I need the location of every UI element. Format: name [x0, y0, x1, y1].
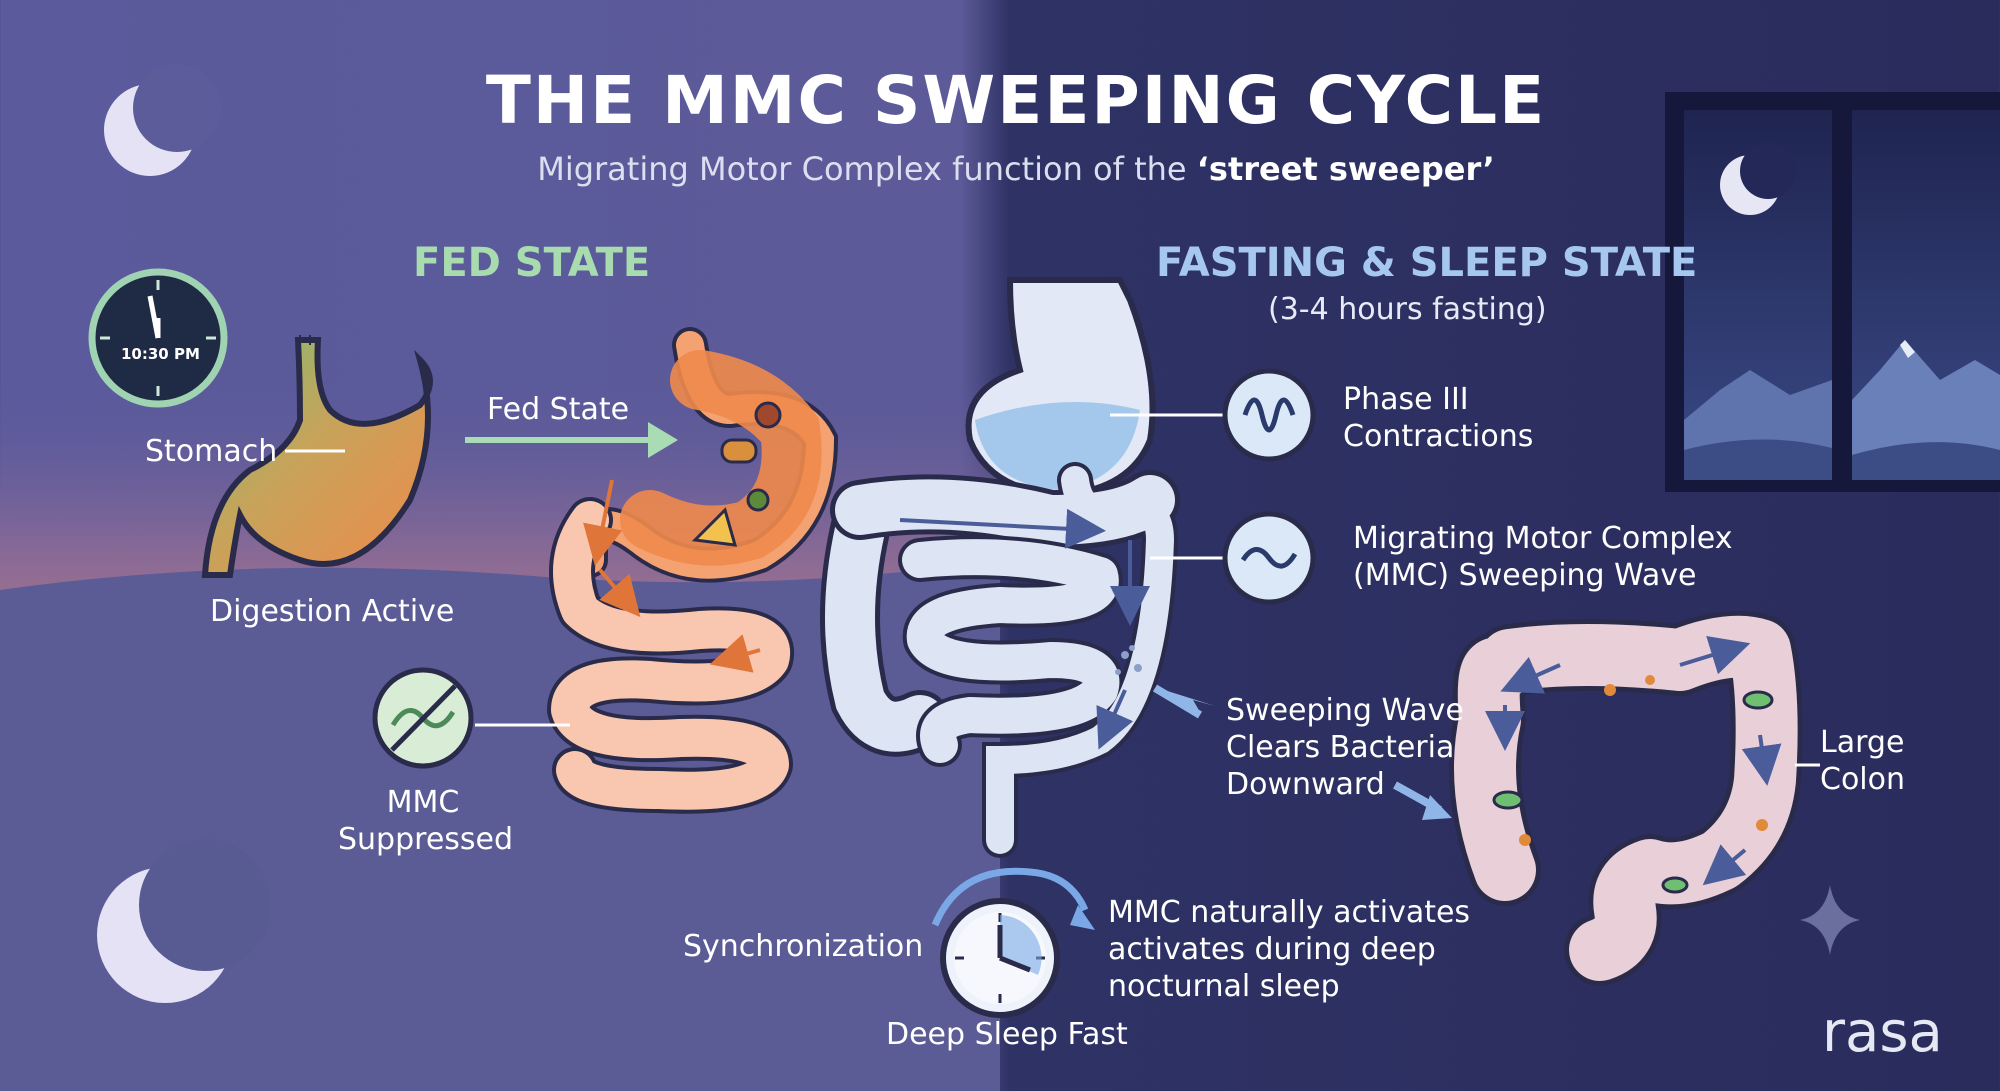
mmc-activates-note: MMC naturally activates activates during… [1108, 894, 1470, 1005]
fasting-state-header: FASTING & SLEEP STATE [1156, 240, 1698, 286]
intestine-fast [820, 462, 1180, 858]
mmc-wave-label: Migrating Motor Complex (MMC) Sweeping W… [1353, 520, 1732, 594]
note-line1: MMC naturally activates [1108, 895, 1471, 930]
no-wave-icon [372, 667, 474, 769]
colon-line1: Large [1820, 725, 1905, 760]
stomach-fast [965, 277, 1156, 499]
phase-label: Phase III Contractions [1343, 381, 1533, 455]
sweep-line1: Sweeping Wave [1226, 693, 1464, 728]
subtitle-prefix: Migrating Motor Complex function of the [537, 150, 1197, 188]
subtitle-highlight: ‘street sweeper’ [1196, 150, 1495, 188]
phase-line2: Contractions [1343, 419, 1534, 454]
night-window [1665, 92, 2000, 492]
sweep-line3: Downward [1226, 767, 1385, 802]
moon-icon [1720, 143, 1796, 215]
clock-icon [88, 268, 228, 408]
fed-arrow-head [648, 422, 678, 458]
moon-icon [97, 839, 271, 1003]
bacteria-icon [1115, 645, 1142, 675]
sweeping-wave-label: Sweeping Wave Clears Bacteria Downward [1226, 692, 1464, 803]
page-title: THE MMC SWEEPING CYCLE [485, 62, 1547, 139]
phase-line1: Phase III [1343, 382, 1469, 417]
mmc-suppressed-line1: MMC [386, 785, 460, 820]
fed-state-header: FED STATE [413, 240, 651, 286]
fasting-subheader: (3-4 hours fasting) [1268, 292, 1547, 327]
mmc-suppressed-line2: Suppressed [338, 822, 514, 857]
note-line3: nocturnal sleep [1108, 969, 1340, 1004]
moon-icon [104, 64, 221, 176]
deep-sleep-fast-label: Deep Sleep Fast [886, 1017, 1128, 1052]
digestion-label: Digestion Active [210, 594, 455, 629]
wave-icon [1222, 368, 1316, 462]
clock-icon [931, 867, 1095, 1018]
sweep-arrow [1152, 684, 1203, 719]
synchronization-label: Synchronization [683, 929, 924, 964]
intestine-fed [547, 327, 839, 814]
wave-line1: Migrating Motor Complex [1353, 521, 1733, 556]
note-line2: activates during deep [1108, 932, 1436, 967]
fed-clock-time: 10:30 PM [121, 345, 200, 363]
sweep-line2: Clears Bacteria [1226, 730, 1455, 765]
page-subtitle: Migrating Motor Complex function of the … [0, 150, 2000, 188]
stomach-fed [201, 335, 433, 578]
large-colon-label: Large Colon [1820, 724, 1905, 798]
wave-line2: (MMC) Sweeping Wave [1353, 558, 1697, 593]
brand-logo: rasa [1822, 1000, 1943, 1065]
sparkle-icon [1800, 885, 1860, 955]
food-icons [691, 401, 782, 547]
large-colon [1449, 610, 1803, 986]
wave-icon [1222, 511, 1316, 605]
stomach-label: Stomach [145, 434, 278, 469]
bacteria-icon [1492, 675, 1774, 894]
mmc-suppressed-label: MMC Suppressed [338, 784, 514, 858]
fed-arrow-label: Fed State [487, 392, 630, 427]
colon-line2: Colon [1820, 762, 1906, 797]
